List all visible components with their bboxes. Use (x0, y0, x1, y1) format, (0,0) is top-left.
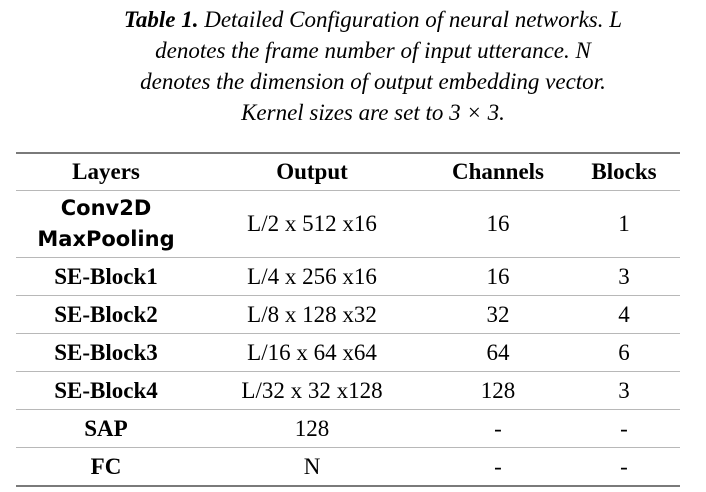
layer-name: Conv2D (60, 196, 152, 220)
layer-cell: SE-Block1 (16, 257, 196, 296)
blocks-cell: 3 (568, 371, 680, 410)
blocks-cell: 3 (568, 257, 680, 296)
table-row: SE-Block2 L/8 x 128 x32 32 4 (16, 295, 680, 334)
caption-label: Table 1. (123, 7, 199, 32)
layer-cell: Conv2D MaxPooling (16, 190, 196, 258)
output-cell: L/8 x 128 x32 (196, 295, 428, 334)
table-caption: Table 1. Detailed Configuration of neura… (40, 4, 706, 128)
configuration-table: Layers Output Channels Blocks Conv2D Max… (16, 152, 680, 487)
caption-line-1: Table 1. Detailed Configuration of neura… (40, 4, 706, 35)
channels-cell: 16 (428, 257, 568, 296)
output-cell: N (196, 447, 428, 487)
output-cell: L/2 x 512 x16 (196, 190, 428, 258)
layer-cell: SAP (16, 409, 196, 448)
header-output: Output (196, 152, 428, 191)
channels-cell: - (428, 409, 568, 448)
table-row: SE-Block1 L/4 x 256 x16 16 3 (16, 257, 680, 296)
layer-cell: SE-Block3 (16, 333, 196, 372)
caption-line-2: denotes the frame number of input uttera… (155, 38, 591, 63)
table-body: Conv2D MaxPooling L/2 x 512 x16 16 1 SE-… (16, 190, 680, 487)
output-cell: L/4 x 256 x16 (196, 257, 428, 296)
header-channels: Channels (428, 152, 568, 191)
channels-cell: 32 (428, 295, 568, 334)
blocks-cell: 4 (568, 295, 680, 334)
table-header: Layers Output Channels Blocks (16, 152, 680, 191)
channels-cell: 16 (428, 190, 568, 258)
blocks-cell: 6 (568, 333, 680, 372)
layer-name: MaxPooling (37, 227, 175, 251)
header-layers: Layers (16, 152, 196, 191)
output-cell: 128 (196, 409, 428, 448)
channels-cell: 64 (428, 333, 568, 372)
blocks-cell: - (568, 409, 680, 448)
table-row: Conv2D MaxPooling L/2 x 512 x16 16 1 (16, 190, 680, 258)
caption-text: Detailed Configuration of neural network… (198, 7, 623, 32)
channels-cell: - (428, 447, 568, 487)
layer-cell: SE-Block2 (16, 295, 196, 334)
blocks-cell: - (568, 447, 680, 487)
table-row: SAP 128 - - (16, 409, 680, 448)
table-row: FC N - - (16, 447, 680, 487)
header-row: Layers Output Channels Blocks (16, 152, 680, 191)
output-cell: L/16 x 64 x64 (196, 333, 428, 372)
caption-line-3: denotes the dimension of output embeddin… (140, 69, 606, 94)
table-row: SE-Block3 L/16 x 64 x64 64 6 (16, 333, 680, 372)
output-cell: L/32 x 32 x128 (196, 371, 428, 410)
layer-cell: SE-Block4 (16, 371, 196, 410)
blocks-cell: 1 (568, 190, 680, 258)
caption-line-4: Kernel sizes are set to 3 × 3. (241, 100, 505, 125)
table-row: SE-Block4 L/32 x 32 x128 128 3 (16, 371, 680, 410)
layer-cell: FC (16, 447, 196, 487)
header-blocks: Blocks (568, 152, 680, 191)
channels-cell: 128 (428, 371, 568, 410)
